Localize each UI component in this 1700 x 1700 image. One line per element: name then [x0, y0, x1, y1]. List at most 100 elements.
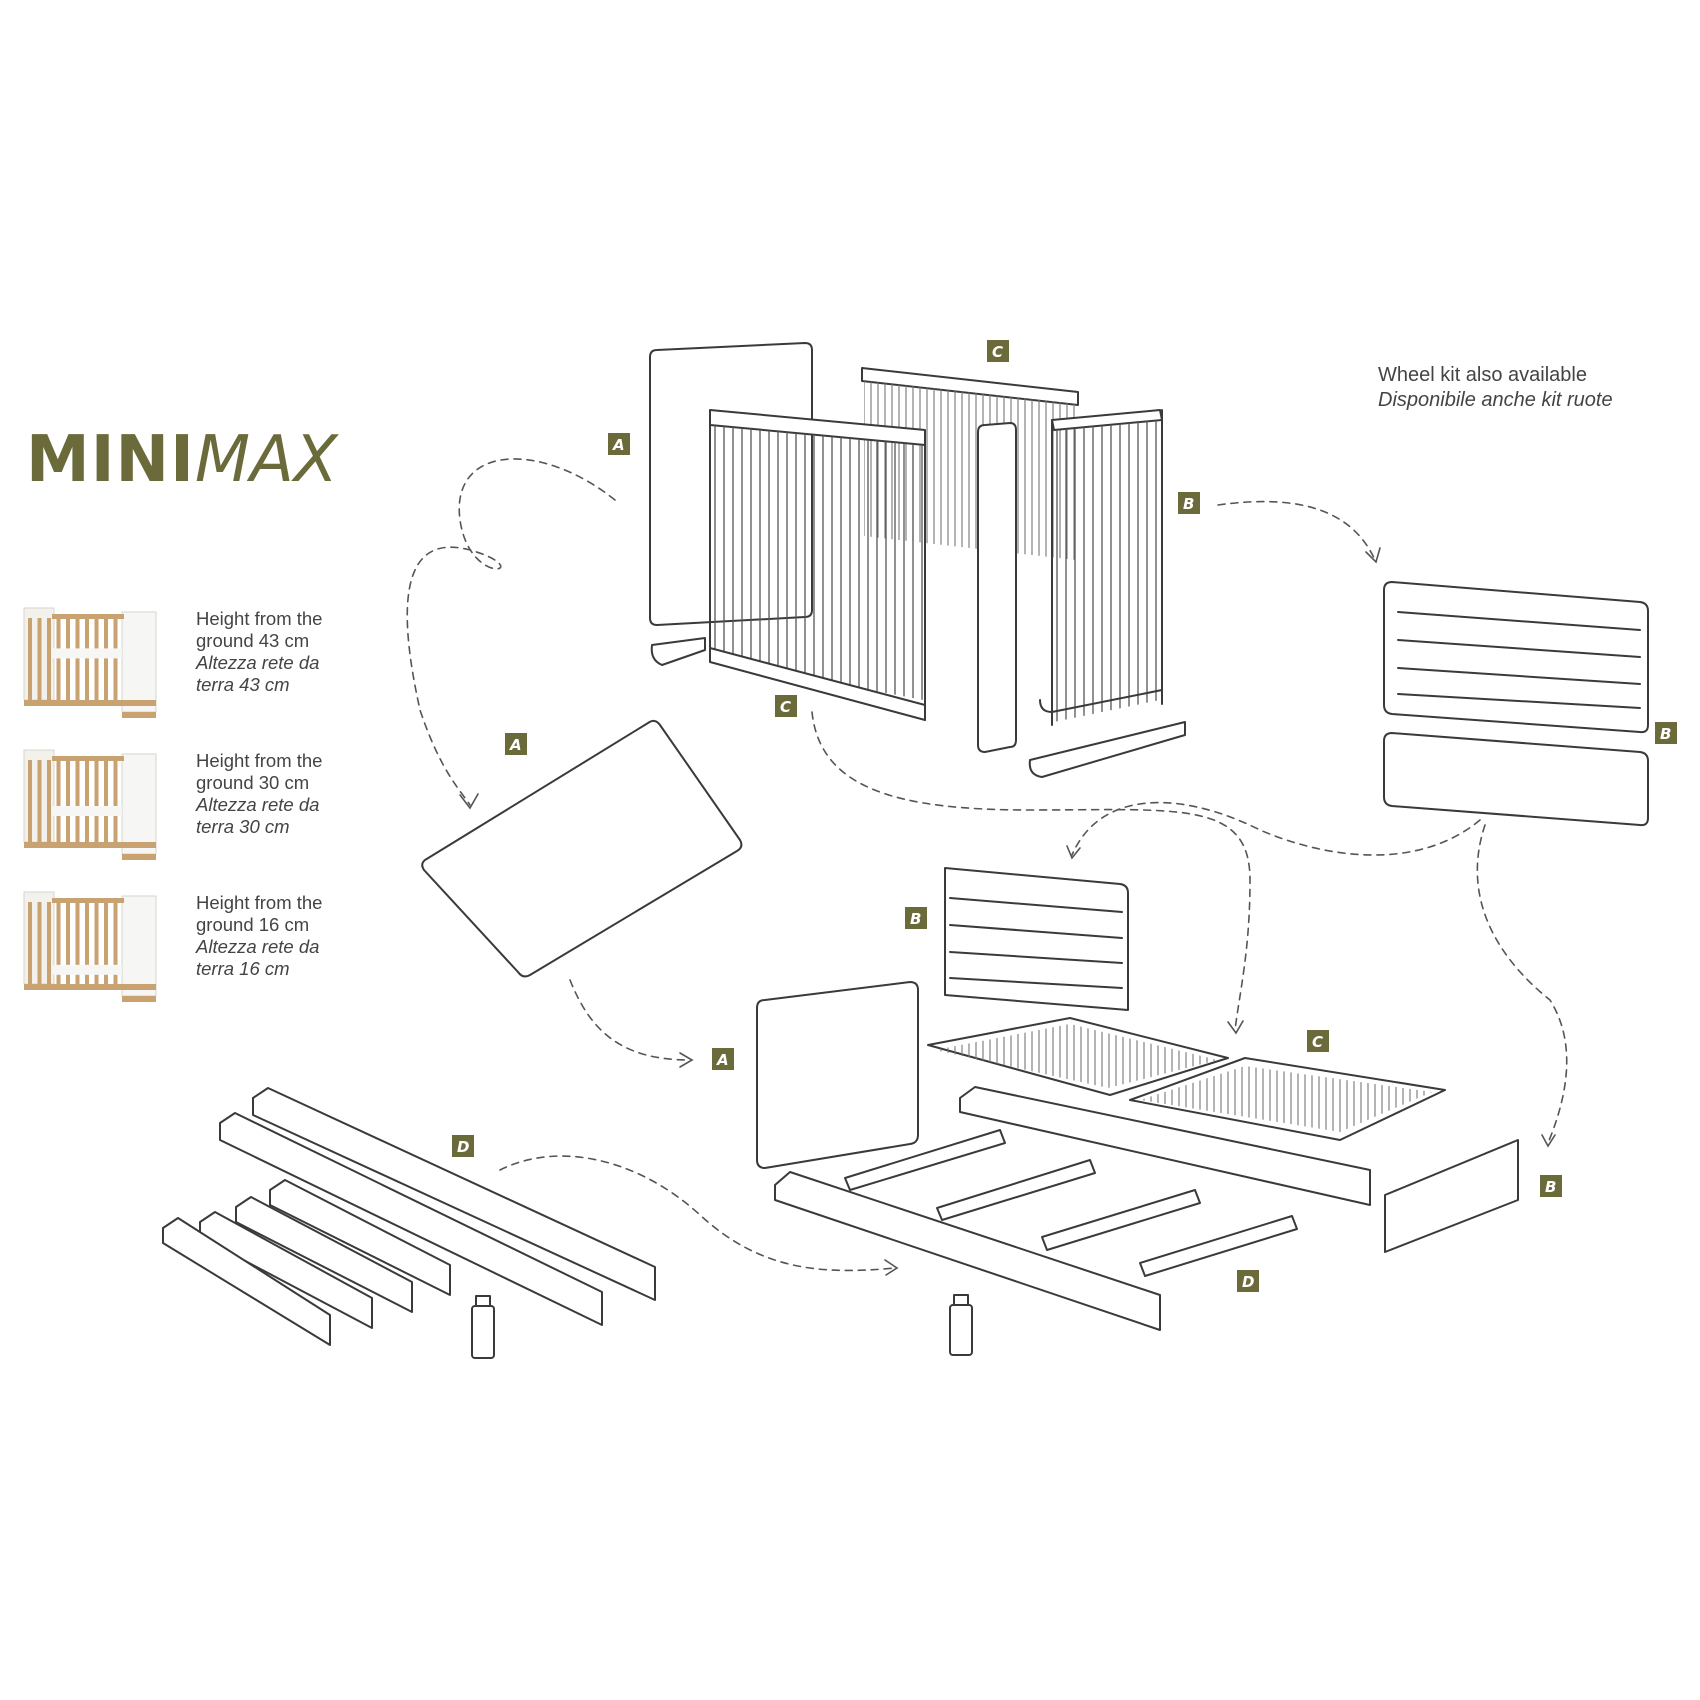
- svg-text:B: B: [1545, 1178, 1556, 1196]
- crib-mattress: [52, 806, 122, 816]
- badge-a-2: A: [505, 733, 527, 755]
- cross-slat-3: [1041, 1189, 1201, 1251]
- badge-b-1: B: [1178, 492, 1200, 514]
- rail-d-4: [235, 1196, 413, 1313]
- height-option-30: Height from the ground 30 cm Altezza ret…: [22, 746, 352, 881]
- badge-c-3: C: [1307, 1030, 1329, 1052]
- crib-slat: [104, 618, 108, 702]
- long-side-front: [709, 409, 926, 721]
- height-it-line2: terra 16 cm: [196, 958, 290, 979]
- svg-text:C: C: [992, 343, 1003, 361]
- crib-slat: [94, 760, 99, 844]
- crib-slat: [47, 618, 51, 702]
- rail-d-2: [219, 1112, 603, 1326]
- height-option-43: Height from the ground 43 cm Altezza ret…: [22, 604, 352, 739]
- end-panel-a: [756, 981, 919, 1169]
- crib-slat: [56, 618, 61, 702]
- crib-mattress: [52, 964, 122, 975]
- crib-slat: [104, 760, 108, 844]
- crib-slat: [85, 902, 89, 986]
- arrow-b-to-headboard: [1217, 500, 1376, 561]
- crib-slat: [85, 618, 89, 702]
- height-text: Height from the ground 43 cm Altezza ret…: [196, 608, 322, 696]
- svg-text:B: B: [910, 910, 921, 928]
- arrow-headboard-to-bed: [1071, 801, 1481, 856]
- crib-slat: [94, 618, 99, 702]
- cross-slat-1: [844, 1129, 1006, 1191]
- crib-thumbnail: [23, 891, 157, 1002]
- crib-slat: [113, 618, 118, 702]
- height-en-line1: Height from the: [196, 750, 323, 771]
- brand-logo: MINIMAX: [26, 428, 338, 492]
- badge-b-4: B: [1540, 1175, 1562, 1197]
- crib-slat: [85, 760, 89, 844]
- rail-d-1: [252, 1087, 656, 1301]
- crib-slat: [28, 760, 32, 844]
- end-panel-b: [1384, 1139, 1519, 1253]
- arrow-b-to-endpanel: [1476, 824, 1568, 1144]
- crib-slat: [47, 902, 51, 986]
- height-it-line2: terra 30 cm: [196, 816, 290, 837]
- rails-d: [162, 1087, 656, 1359]
- rail-long-back: [959, 1086, 1371, 1206]
- crib-slat: [66, 902, 70, 986]
- wheel-kit-note-it: Disponibile anche kit ruote: [1378, 389, 1613, 411]
- svg-text:D: D: [457, 1138, 469, 1156]
- cross-slat-2: [936, 1159, 1096, 1221]
- headboard-b-small: [944, 867, 1129, 1011]
- crib-slat: [75, 760, 80, 844]
- height-en-line2: ground 16 cm: [196, 914, 310, 935]
- height-it-line1: Altezza rete da: [196, 936, 320, 957]
- crib-slat: [75, 902, 80, 986]
- height-text: Height from the ground 30 cm Altezza ret…: [196, 750, 322, 838]
- crib-mattress: [52, 648, 122, 659]
- badge-b-2: B: [1655, 722, 1677, 744]
- wheel-kit-note-en: Wheel kit also available: [1378, 364, 1587, 386]
- height-en-line2: ground 30 cm: [196, 772, 310, 793]
- arrows: [406, 458, 1568, 1276]
- crib-slat: [66, 760, 70, 844]
- svg-text:B: B: [1660, 725, 1671, 743]
- height-en-line1: Height from the: [196, 608, 323, 629]
- crib-slat: [28, 902, 32, 986]
- base-board-a: [421, 719, 743, 978]
- crib-slat: [56, 902, 61, 986]
- height-it-line1: Altezza rete da: [196, 652, 320, 673]
- crib-slat: [37, 760, 42, 844]
- bed-exploded: [756, 867, 1519, 1356]
- foot-left: [650, 637, 706, 666]
- cross-slat-4: [1139, 1215, 1298, 1277]
- svg-text:A: A: [612, 436, 625, 454]
- dowel-right: [949, 1294, 973, 1356]
- foot-right: [1028, 721, 1186, 778]
- svg-text:A: A: [509, 736, 522, 754]
- height-option-16: Height from the ground 16 cm Altezza ret…: [22, 888, 352, 1023]
- brand-logo-bold: MINI: [26, 423, 195, 497]
- crib-thumbnail: [23, 749, 157, 860]
- short-side-right: [1039, 409, 1163, 726]
- crib-slat: [37, 902, 42, 986]
- svg-text:A: A: [716, 1051, 729, 1069]
- wheel-kit-note: Wheel kit also available Disponibile anc…: [1378, 363, 1613, 413]
- svg-text:C: C: [780, 698, 791, 716]
- headboard-b-right: [1383, 581, 1649, 827]
- height-it-line1: Altezza rete da: [196, 794, 320, 815]
- badge-c-2: C: [775, 695, 797, 717]
- rail-d-6: [162, 1217, 331, 1346]
- crib-slat: [66, 618, 70, 702]
- crib-slat: [75, 618, 80, 702]
- crib-slat: [47, 760, 51, 844]
- crib-slat: [56, 760, 61, 844]
- arrow-d-to-bed: [499, 1155, 896, 1272]
- height-en-line1: Height from the: [196, 892, 323, 913]
- letter-badges: A C B C A B B C A D B D: [452, 340, 1677, 1292]
- crib-slat: [113, 760, 118, 844]
- arrow-base-to-a: [569, 979, 691, 1061]
- dowel-left: [471, 1295, 495, 1359]
- crib-slat: [28, 618, 32, 702]
- rail-d-3: [269, 1179, 451, 1296]
- crib-slat: [113, 902, 118, 986]
- crib-slat: [104, 902, 108, 986]
- brand-logo-light: MAX: [194, 423, 338, 497]
